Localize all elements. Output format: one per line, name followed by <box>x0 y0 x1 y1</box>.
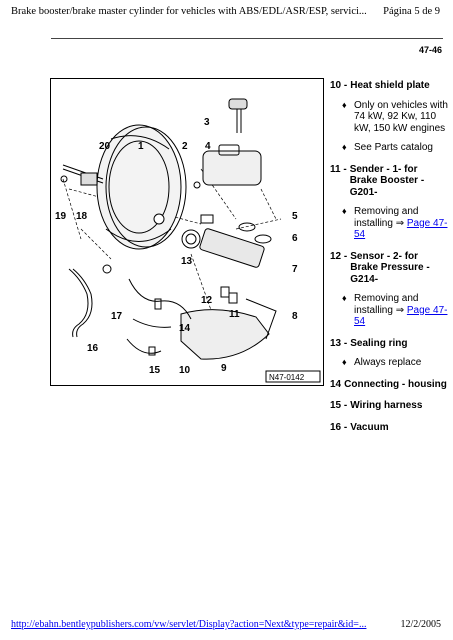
item-title: Wiring harness <box>350 400 423 411</box>
page-link[interactable]: Page 47-54 <box>354 217 448 241</box>
item-note: See Parts catalog <box>354 142 433 153</box>
diamond-icon: ♦ <box>342 357 347 367</box>
item-number: 13 - <box>330 337 348 349</box>
diamond-icon: ♦ <box>342 99 347 110</box>
page-link[interactable]: Page 47-54 <box>354 304 448 328</box>
callout-8: 8 <box>292 311 298 322</box>
arrow-icon: ⇒ <box>395 217 405 229</box>
callout-3: 3 <box>204 117 210 128</box>
item-title: Vacuum <box>350 421 389 433</box>
footer-url-link[interactable]: http://ebahn.bentleypublishers.com/vw/se… <box>11 619 367 630</box>
item-number: 12 - <box>330 250 348 262</box>
page-indicator: Página 5 de 9 <box>383 6 440 17</box>
callout-2: 2 <box>182 141 188 152</box>
callout-17: 17 <box>111 311 123 322</box>
legend-item-11: 11 -Sender - 1- for Brake Booster - G201… <box>330 164 448 241</box>
callout-18: 18 <box>76 211 88 222</box>
callout-15: 15 <box>149 365 161 376</box>
item-note: Always replace <box>354 357 422 368</box>
callout-5: 5 <box>292 211 298 222</box>
diamond-icon: ♦ <box>342 206 347 216</box>
callout-1: 1 <box>138 141 144 152</box>
item-number: 14 <box>330 378 342 390</box>
legend-item-16: 16 -Vacuum <box>330 422 448 434</box>
item-number: 16 - <box>330 421 348 433</box>
callout-4: 4 <box>205 141 211 152</box>
item-title: Sealing ring <box>350 337 408 349</box>
diagram-reference: N47-0142 <box>269 373 305 382</box>
exploded-diagram: 20 1 2 3 4 19 18 5 6 7 13 12 11 8 17 16 … <box>50 78 324 386</box>
item-note: Removing and installing <box>354 206 419 229</box>
item-number: 10 - <box>330 80 348 91</box>
callout-11: 11 <box>229 309 240 320</box>
legend-item-13: 13 -Sealing ring ♦ Always replace <box>330 338 448 369</box>
callout-19: 19 <box>55 211 67 222</box>
legend-item-15: 15 -Wiring harness <box>330 400 448 412</box>
legend: 10 -Heat shield plate ♦ Only on vehicles … <box>330 80 448 443</box>
callout-9: 9 <box>221 363 227 374</box>
footer-url[interactable]: http://ebahn.bentleypublishers.com/vw/se… <box>11 619 366 630</box>
callout-14: 14 <box>179 323 191 334</box>
callout-12: 12 <box>201 295 213 306</box>
item-title: Sender - 1- for Brake Booster - G201- <box>349 163 425 198</box>
callout-20: 20 <box>99 141 111 152</box>
footer-date: 12/2/2005 <box>400 619 441 630</box>
legend-item-12: 12 -Sensor - 2- for Brake Pressure -G214… <box>330 251 448 328</box>
arrow-icon: ⇒ <box>395 304 405 316</box>
callout-16: 16 <box>87 343 99 354</box>
item-number: 15 - <box>330 400 348 411</box>
item-number: 11 - <box>330 163 347 175</box>
callout-6: 6 <box>292 233 298 244</box>
legend-item-10: 10 -Heat shield plate ♦ Only on vehicles … <box>330 80 448 154</box>
page-code: 47-46 <box>418 45 442 55</box>
item-note: Only on vehicles with 74 kW, 92 Kw, 110 … <box>354 99 448 134</box>
callout-7: 7 <box>292 264 298 275</box>
item-title: Connecting - housing <box>344 378 447 390</box>
item-title: Heat shield plate <box>350 80 430 91</box>
diamond-icon: ♦ <box>342 142 347 152</box>
item-note: Removing and installing <box>354 293 419 316</box>
document-title: Brake booster/brake master cylinder for … <box>11 6 367 17</box>
header-rule <box>51 38 443 39</box>
callout-13: 13 <box>181 256 193 267</box>
item-title: Sensor - 2- for Brake Pressure -G214- <box>350 250 430 285</box>
diamond-icon: ♦ <box>342 293 347 303</box>
callout-10: 10 <box>179 365 191 376</box>
